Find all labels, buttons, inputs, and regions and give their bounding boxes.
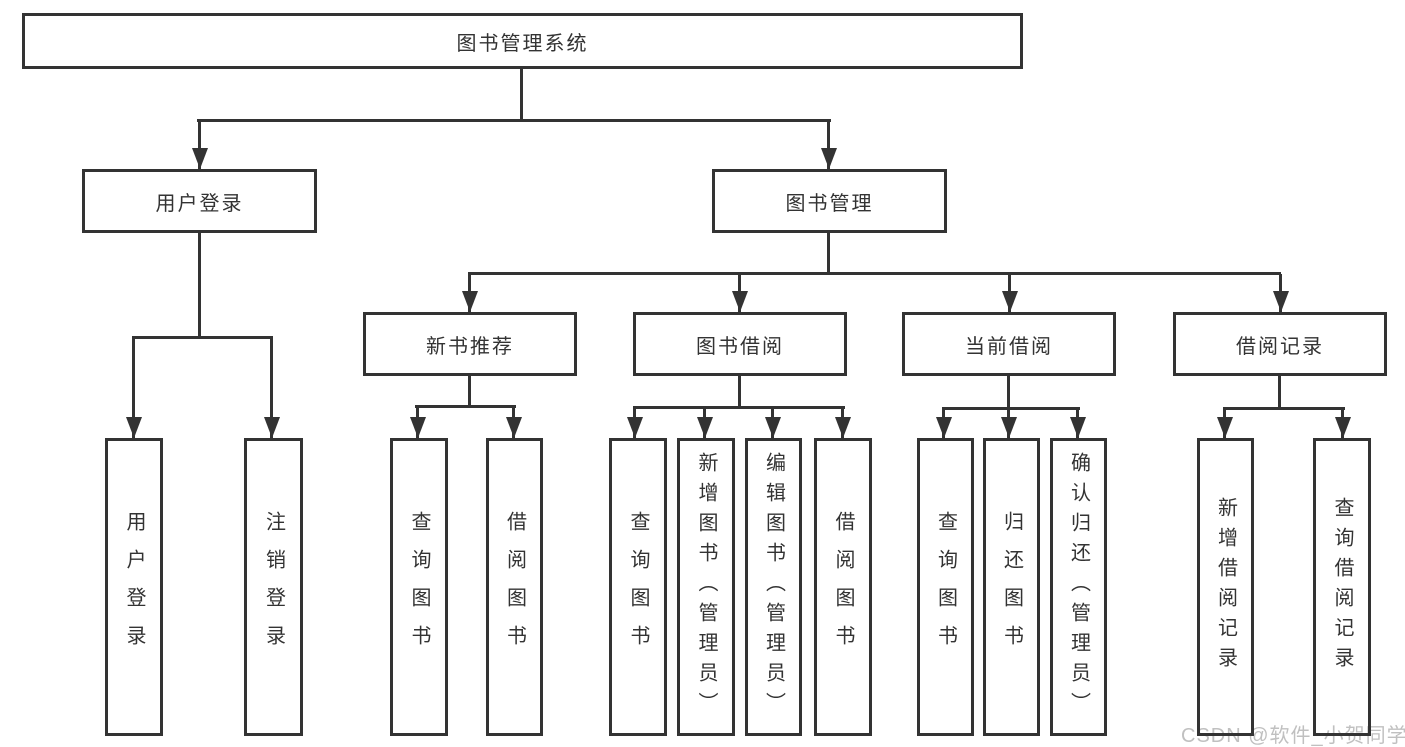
arrowhead-icon	[834, 417, 851, 438]
arrow-connector	[505, 407, 522, 438]
arrowhead-icon	[764, 417, 781, 438]
connector-line	[1278, 376, 1281, 410]
connector-line	[738, 376, 741, 409]
leaf-logout: 注销登录	[244, 438, 303, 736]
arrowhead-icon	[1334, 417, 1351, 438]
arrow-connector	[461, 274, 478, 312]
arrow-connector	[1000, 409, 1017, 438]
leaf-confirm-return-admin: 确认归还（管理员）	[1050, 438, 1107, 736]
connector-line	[197, 119, 831, 122]
arrowhead-icon	[125, 417, 142, 438]
leaf-borrow-books-recommend: 借阅图书	[486, 438, 543, 736]
connector-line	[198, 233, 201, 338]
arrowhead-icon	[696, 417, 713, 438]
arrowhead-icon	[263, 417, 280, 438]
arrow-connector	[125, 337, 142, 438]
leaf-borrow-books: 借阅图书	[814, 438, 872, 736]
connector-line	[633, 406, 845, 409]
node-borrow-records-label: 借阅记录	[1236, 335, 1324, 358]
arrowhead-icon	[409, 417, 426, 438]
arrow-connector	[263, 337, 280, 438]
connector-line	[468, 376, 471, 408]
node-new-book-recommend: 新书推荐	[363, 312, 577, 376]
arrowhead-icon	[1069, 417, 1086, 438]
leaf-return-books: 归还图书	[983, 438, 1040, 736]
leaf-borrow-books-recommend-label: 借阅图书	[503, 511, 526, 663]
leaf-add-borrow-record: 新增借阅记录	[1197, 438, 1254, 736]
connector-line	[520, 69, 523, 121]
csdn-watermark: CSDN @软件_小贺同学	[1181, 725, 1405, 747]
leaf-query-books-borrow: 查询图书	[609, 438, 667, 736]
arrow-connector	[191, 120, 208, 169]
node-user-login-label: 用户登录	[155, 192, 244, 215]
node-book-borrow: 图书借阅	[633, 312, 847, 376]
leaf-confirm-return-admin-label: 确认归还（管理员）	[1067, 452, 1090, 722]
arrow-connector	[1069, 409, 1086, 438]
arrowhead-icon	[731, 291, 748, 312]
node-new-book-recommend-label: 新书推荐	[426, 335, 514, 358]
node-current-borrow-label: 当前借阅	[965, 335, 1053, 358]
leaf-logout-label: 注销登录	[262, 511, 285, 663]
arrowhead-icon	[461, 291, 478, 312]
connector-line	[468, 272, 1281, 275]
node-borrow-records: 借阅记录	[1173, 312, 1387, 376]
leaf-query-borrow-record: 查询借阅记录	[1313, 438, 1371, 736]
leaf-query-books-recommend: 查询图书	[390, 438, 448, 736]
connector-line	[942, 407, 1080, 410]
arrow-connector	[764, 408, 781, 438]
leaf-query-borrow-record-label: 查询借阅记录	[1331, 497, 1353, 677]
connector-line	[827, 233, 830, 275]
arrow-connector	[935, 409, 952, 438]
leaf-add-borrow-record-label: 新增借阅记录	[1214, 497, 1237, 677]
leaf-add-books-admin: 新增图书（管理员）	[677, 438, 735, 736]
node-book-borrow-label: 图书借阅	[696, 335, 784, 358]
arrowhead-icon	[626, 417, 643, 438]
leaf-return-books-label: 归还图书	[1000, 511, 1023, 663]
leaf-query-books-borrow-label: 查询图书	[627, 511, 649, 663]
arrow-connector	[1272, 274, 1289, 312]
connector-line	[415, 405, 516, 408]
arrow-connector	[626, 408, 643, 438]
node-user-login: 用户登录	[82, 169, 317, 233]
arrowhead-icon	[820, 148, 837, 169]
connector-line	[1223, 407, 1345, 410]
arrowhead-icon	[1216, 417, 1233, 438]
leaf-query-books-recommend-label: 查询图书	[408, 511, 430, 663]
node-book-management-label: 图书管理	[785, 192, 874, 215]
arrowhead-icon	[191, 148, 208, 169]
connector-line	[1007, 376, 1010, 410]
arrowhead-icon	[935, 417, 952, 438]
arrow-connector	[1001, 274, 1018, 312]
arrow-connector	[1216, 409, 1233, 438]
node-book-management: 图书管理	[712, 169, 947, 233]
arrow-connector	[820, 120, 837, 169]
arrowhead-icon	[1001, 291, 1018, 312]
node-root: 图书管理系统	[22, 13, 1023, 69]
arrow-connector	[731, 274, 748, 312]
arrow-connector	[1334, 409, 1351, 438]
leaf-borrow-books-label: 借阅图书	[832, 511, 854, 663]
node-current-borrow: 当前借阅	[902, 312, 1116, 376]
arrowhead-icon	[1272, 291, 1289, 312]
leaf-edit-books-admin-label: 编辑图书（管理员）	[762, 452, 785, 722]
leaf-edit-books-admin: 编辑图书（管理员）	[745, 438, 802, 736]
leaf-user-login: 用户登录	[105, 438, 163, 736]
node-root-label: 图书管理系统	[456, 32, 589, 55]
arrowhead-icon	[1000, 417, 1017, 438]
arrow-connector	[696, 408, 713, 438]
leaf-query-books-current-label: 查询图书	[934, 511, 957, 663]
arrowhead-icon	[505, 417, 522, 438]
arrow-connector	[409, 407, 426, 438]
arrow-connector	[834, 408, 851, 438]
leaf-query-books-current: 查询图书	[917, 438, 974, 736]
leaf-add-books-admin-label: 新增图书（管理员）	[695, 452, 717, 722]
connector-line	[132, 336, 273, 339]
leaf-user-login-label: 用户登录	[123, 511, 145, 663]
